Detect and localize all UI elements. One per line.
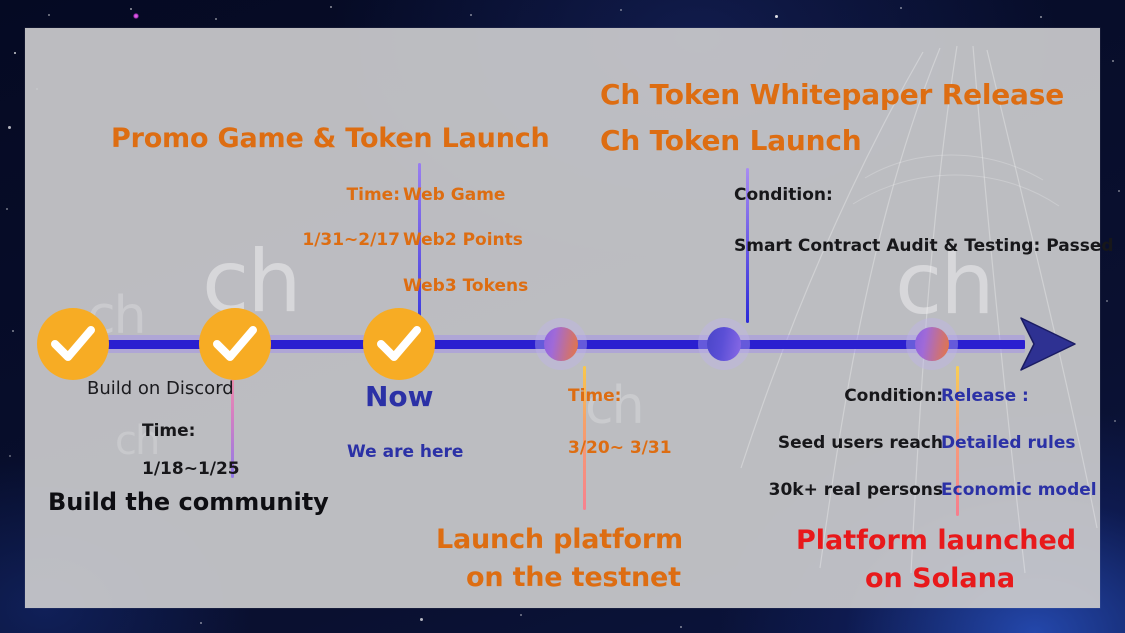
timeline-arrow-right <box>1020 317 1076 371</box>
connector-build-community <box>231 358 234 478</box>
testnet-time-value: 3/20~ 3/31 <box>568 438 672 458</box>
promo-game-item-web-game: Web Game <box>403 185 506 205</box>
check-icon <box>213 326 257 361</box>
promo-game-item-web3-tokens: Web3 Tokens <box>403 276 529 296</box>
ch-token-title-line1: Ch Token Whitepaper Release <box>600 78 1064 111</box>
connector-promo-game <box>418 163 421 321</box>
build-community-time-label: Time: <box>142 421 196 441</box>
timeline-node-solana[interactable] <box>906 318 958 370</box>
timeline-node-build-discord[interactable] <box>35 306 111 382</box>
build-community-time-value: 1/18~1/25 <box>142 459 240 479</box>
testnet-title-line1: Launch platform <box>436 524 683 555</box>
roadmap-card: ch ch ch ch ch <box>25 28 1114 608</box>
solana-release-label: Release : <box>941 386 1029 406</box>
connector-solana <box>956 366 959 516</box>
timeline-node-testnet[interactable] <box>535 318 587 370</box>
connector-ch-token <box>746 168 749 323</box>
connector-testnet <box>583 366 586 510</box>
solana-condition-label: Condition: <box>844 386 943 406</box>
solana-condition-line1: Seed users reach <box>777 433 943 453</box>
build-discord-label: Build on Discord <box>87 378 234 399</box>
we-are-here-label: We are here <box>347 442 464 462</box>
promo-game-item-web2-points: Web2 Points <box>403 230 523 250</box>
testnet-title-line2: on the testnet <box>466 562 681 593</box>
ch-watermark: ch <box>585 376 645 436</box>
build-community-title: Build the community <box>48 488 329 516</box>
solana-title-line2: on Solana <box>865 563 1016 594</box>
promo-game-time-value: 1/31~2/17 <box>302 230 400 250</box>
timeline-node-ch-token[interactable] <box>698 318 750 370</box>
solana-condition-line2: 30k+ real persons <box>768 480 943 500</box>
ch-token-condition-label: Condition: <box>734 185 833 205</box>
timeline-node-now[interactable] <box>361 306 437 382</box>
solana-title-line1: Platform launched <box>796 525 1077 556</box>
solana-release-line2: Economic model <box>941 480 1097 500</box>
now-label: Now <box>365 380 434 413</box>
light-rays <box>740 45 1098 574</box>
check-icon <box>51 326 95 361</box>
testnet-time-label: Time: <box>568 386 622 406</box>
check-icon <box>377 326 421 361</box>
ch-token-title-line2: Ch Token Launch <box>600 124 862 157</box>
promo-game-time-label: Time: <box>346 185 400 205</box>
ch-token-condition-value: Smart Contract Audit & Testing: Passed <box>734 236 1114 256</box>
solana-release-line1: Detailed rules <box>941 433 1076 453</box>
timeline-node-community[interactable] <box>197 306 273 382</box>
promo-game-title: Promo Game & Token Launch <box>111 123 550 154</box>
